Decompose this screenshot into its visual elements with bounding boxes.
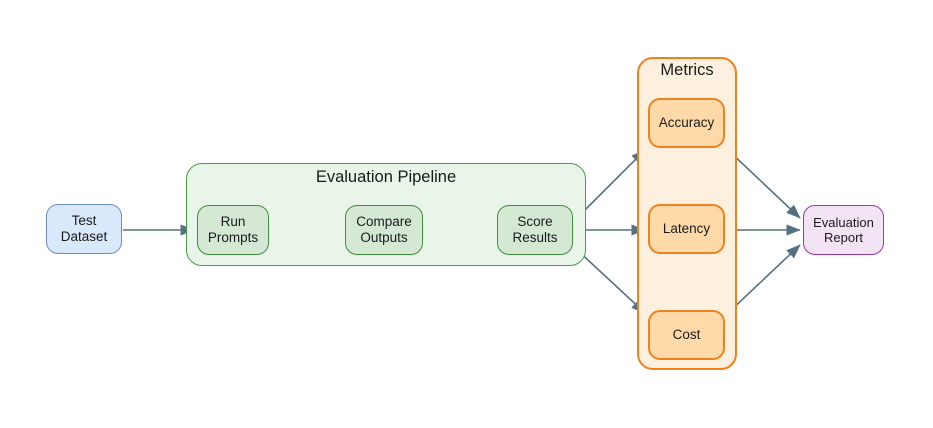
edge-accuracy-to-evaluation-report (727, 149, 801, 219)
node-accuracy[interactable]: Accuracy (648, 98, 725, 148)
edge-cost-to-evaluation-report (727, 244, 801, 314)
node-score-results[interactable]: Score Results (497, 205, 573, 255)
node-test-dataset[interactable]: Test Dataset (46, 204, 122, 254)
group-metrics-title: Metrics (660, 61, 714, 79)
edge-score-results-to-accuracy (574, 149, 646, 221)
node-compare-outputs[interactable]: Compare Outputs (345, 205, 423, 255)
node-evaluation-report[interactable]: Evaluation Report (803, 205, 884, 255)
node-cost[interactable]: Cost (648, 310, 725, 360)
group-evaluation-pipeline-title: Evaluation Pipeline (315, 168, 457, 186)
node-latency[interactable]: Latency (648, 204, 725, 254)
edge-score-results-to-cost (574, 247, 646, 314)
node-run-prompts[interactable]: Run Prompts (197, 205, 269, 255)
